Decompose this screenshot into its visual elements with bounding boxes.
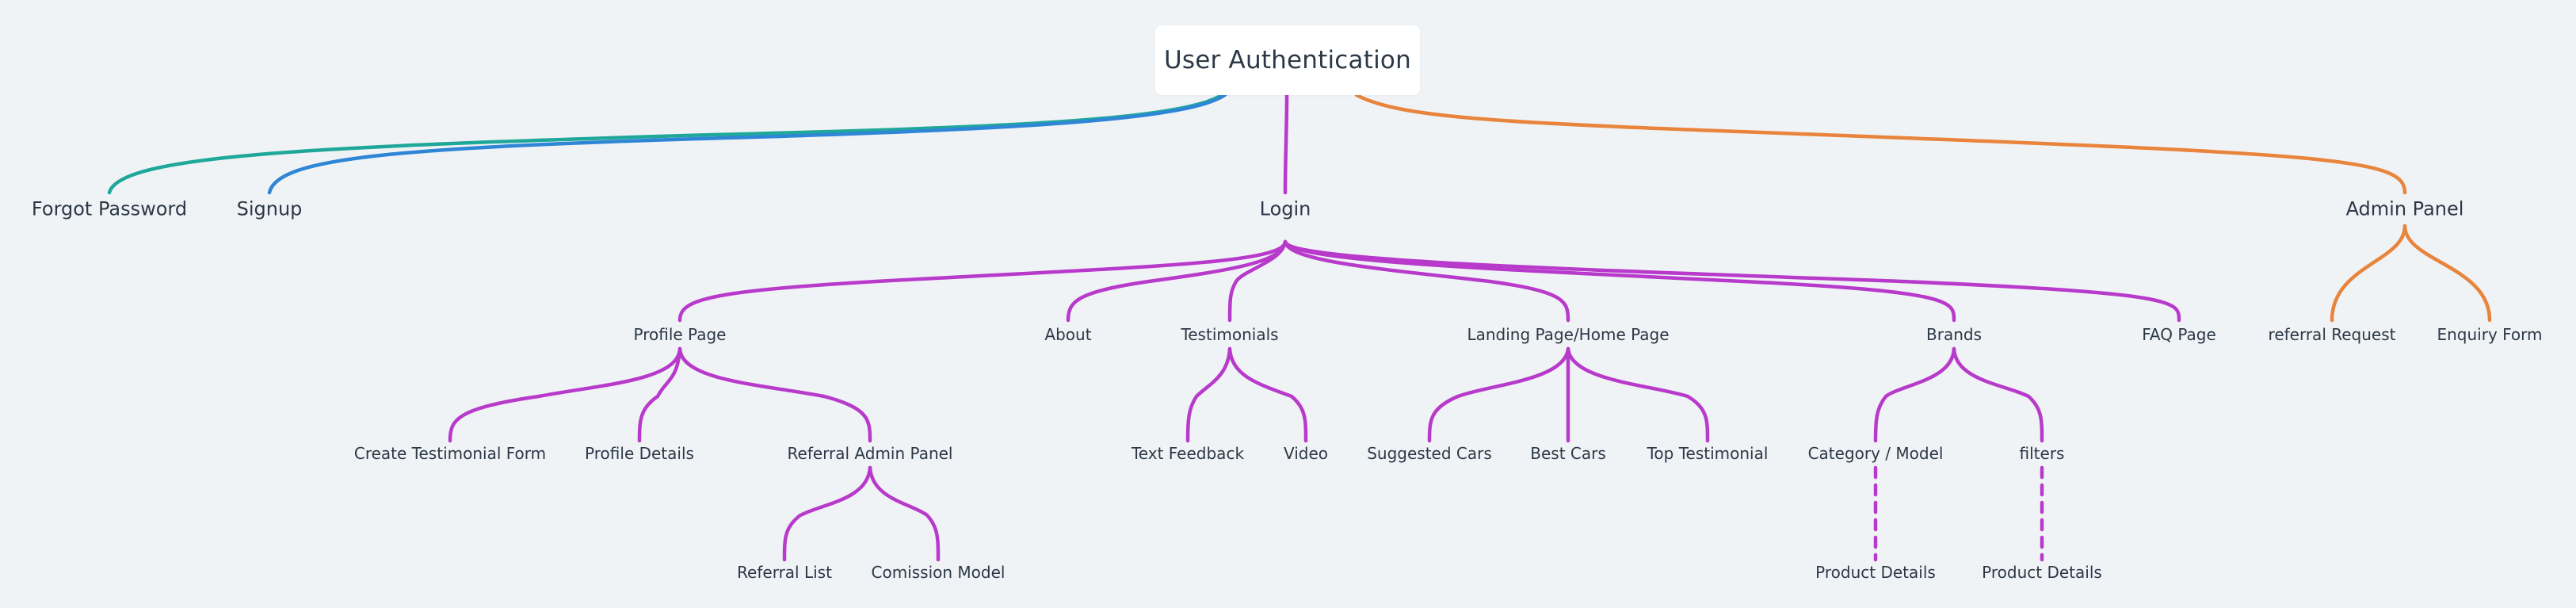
node-brands[interactable]: Brands bbox=[1922, 325, 1986, 344]
node-category-model[interactable]: Category / Model bbox=[1803, 444, 1948, 463]
node-product-details-category[interactable]: Product Details bbox=[1811, 563, 1941, 582]
edge-profile-referral bbox=[677, 346, 872, 443]
node-filters[interactable]: filters bbox=[2014, 444, 2070, 463]
node-enquiry-form[interactable]: Enquiry Form bbox=[2432, 325, 2547, 344]
node-profile-page[interactable]: Profile Page bbox=[628, 325, 731, 344]
node-referral-request[interactable]: referral Request bbox=[2263, 325, 2401, 344]
edge-admin-referral bbox=[2330, 224, 2407, 323]
edge-brands-category bbox=[1873, 346, 1956, 443]
edge-login-landing bbox=[1283, 239, 1570, 323]
node-referral-admin-panel[interactable]: Referral Admin Panel bbox=[782, 444, 958, 463]
edge-testimonials-video bbox=[1227, 346, 1308, 443]
edge-login-faq bbox=[1283, 239, 2181, 323]
edge-login-profile bbox=[677, 239, 1288, 323]
edge-profile-details bbox=[637, 346, 682, 443]
edge-landing-suggested bbox=[1427, 346, 1570, 443]
node-about[interactable]: About bbox=[1040, 325, 1097, 344]
edge-root-login bbox=[1283, 93, 1289, 195]
edge-root-admin bbox=[1354, 93, 2407, 195]
root-node[interactable]: User Authentication bbox=[1155, 25, 1420, 95]
node-faq-page[interactable]: FAQ Page bbox=[2137, 325, 2221, 344]
node-referral-list[interactable]: Referral List bbox=[732, 563, 837, 582]
root-label: User Authentication bbox=[1164, 46, 1411, 75]
node-best-cars[interactable]: Best Cars bbox=[1525, 444, 1611, 463]
node-create-testimonial-form[interactable]: Create Testimonial Form bbox=[349, 444, 551, 463]
node-landing-page[interactable]: Landing Page/Home Page bbox=[1462, 325, 1674, 344]
node-profile-details[interactable]: Profile Details bbox=[580, 444, 699, 463]
node-comission-model[interactable]: Comission Model bbox=[866, 563, 1010, 582]
edge-testimonials-text bbox=[1185, 346, 1232, 443]
edge-referral-list bbox=[782, 465, 872, 562]
node-admin-panel[interactable]: Admin Panel bbox=[2341, 197, 2469, 221]
node-text-feedback[interactable]: Text Feedback bbox=[1126, 444, 1250, 463]
node-testimonials[interactable]: Testimonials bbox=[1176, 325, 1284, 344]
edge-brands-filters bbox=[1952, 346, 2044, 443]
edge-root-signup bbox=[267, 91, 1229, 195]
edge-landing-top bbox=[1566, 346, 1710, 443]
node-product-details-filters[interactable]: Product Details bbox=[1977, 563, 2107, 582]
edge-login-testimonials bbox=[1227, 239, 1288, 323]
node-forgot-password[interactable]: Forgot Password bbox=[26, 197, 193, 221]
edge-login-brands bbox=[1283, 239, 1956, 323]
node-signup[interactable]: Signup bbox=[231, 197, 307, 221]
node-top-testimonial[interactable]: Top Testimonial bbox=[1642, 444, 1773, 463]
edge-profile-create bbox=[448, 346, 682, 443]
edge-root-forgot bbox=[107, 91, 1227, 195]
edge-referral-commission bbox=[868, 465, 941, 562]
node-login[interactable]: Login bbox=[1254, 197, 1316, 221]
edge-login-about bbox=[1066, 239, 1288, 323]
node-suggested-cars[interactable]: Suggested Cars bbox=[1362, 444, 1497, 463]
node-video[interactable]: Video bbox=[1278, 444, 1334, 463]
edge-admin-enquiry bbox=[2402, 224, 2492, 323]
